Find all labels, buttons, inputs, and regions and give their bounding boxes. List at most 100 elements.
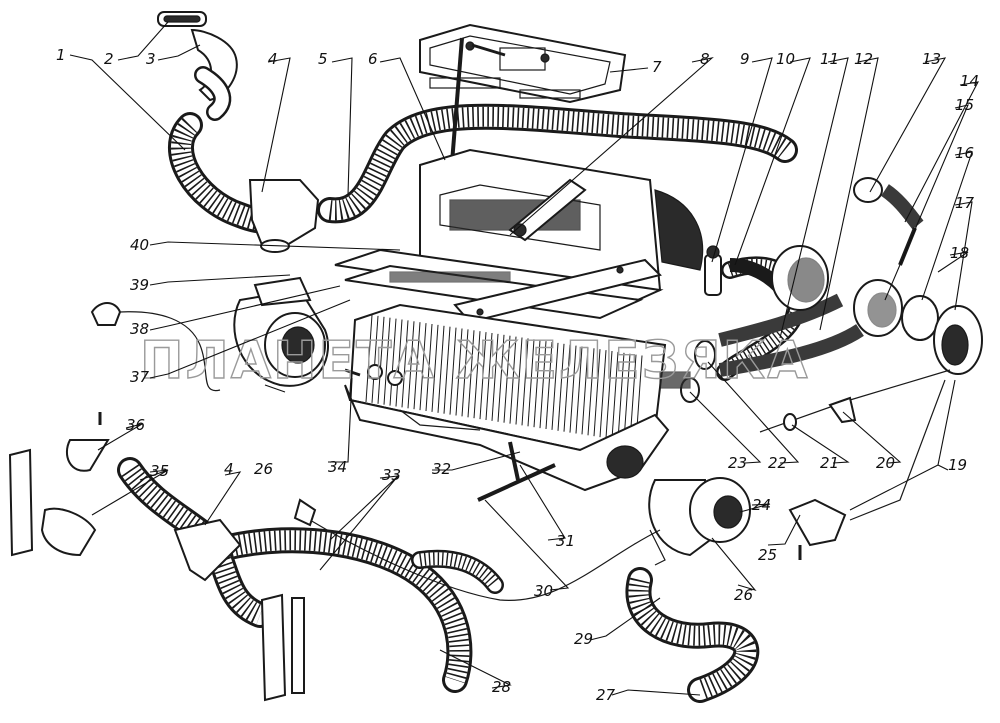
clamp-36 bbox=[65, 412, 110, 472]
water-valve bbox=[704, 245, 722, 296]
t-wrench bbox=[477, 441, 556, 502]
callout-22: 22 bbox=[768, 454, 787, 472]
radiator-fin bbox=[611, 351, 619, 439]
radiator-fin bbox=[407, 321, 415, 409]
callout-17: 17 bbox=[955, 194, 975, 212]
callout-29: 29 bbox=[574, 630, 593, 648]
hose-14-small bbox=[880, 184, 924, 266]
radiator-fin bbox=[413, 322, 421, 410]
clamp-25 bbox=[788, 498, 847, 560]
radiator-fin bbox=[581, 347, 589, 435]
radiator-fin bbox=[557, 343, 565, 431]
radiator-fin bbox=[443, 326, 451, 414]
callout-15: 15 bbox=[955, 96, 974, 114]
radiator-fin bbox=[503, 335, 511, 423]
callout-11: 11 bbox=[820, 50, 839, 68]
hose-lower-long bbox=[212, 527, 473, 693]
hose-duct-upper-long bbox=[317, 103, 798, 224]
hose-33-small bbox=[411, 549, 504, 594]
callout-36: 36 bbox=[126, 416, 145, 434]
radiator-fin bbox=[539, 341, 547, 429]
callout-8: 8 bbox=[700, 50, 710, 68]
callout-28: 28 bbox=[492, 678, 511, 696]
radiator-fin bbox=[395, 319, 403, 407]
radiator-fin bbox=[431, 324, 439, 412]
callout-23: 23 bbox=[728, 454, 747, 472]
radiator-fin bbox=[617, 352, 625, 440]
gasket-disc-16 bbox=[901, 295, 939, 341]
callout-34: 34 bbox=[328, 458, 347, 476]
blower-fan-upper bbox=[233, 276, 329, 387]
radiator-fin bbox=[623, 353, 631, 441]
radiator-fin bbox=[419, 323, 427, 411]
radiator-fin bbox=[497, 334, 505, 422]
y-pipe-lower bbox=[173, 518, 242, 582]
radiator-fin bbox=[599, 350, 607, 438]
radiator-fin bbox=[545, 341, 553, 430]
radiator-fin bbox=[551, 342, 559, 430]
radiator-fin bbox=[491, 333, 499, 421]
radiator-fin bbox=[473, 331, 481, 419]
callout-13: 13 bbox=[922, 50, 941, 68]
wire-harness bbox=[293, 498, 661, 601]
callout-7: 7 bbox=[652, 58, 662, 76]
cap-13 bbox=[853, 177, 883, 203]
callout-19: 19 bbox=[948, 456, 967, 474]
callout-31: 31 bbox=[556, 532, 575, 550]
radiator-fin bbox=[371, 315, 379, 403]
defroster-nozzle-top bbox=[157, 11, 238, 121]
ring-17 bbox=[933, 305, 983, 375]
heater-lower-housing bbox=[344, 384, 670, 492]
callout-35: 35 bbox=[150, 462, 169, 480]
blower-fan-lower bbox=[648, 477, 751, 566]
ring-15 bbox=[853, 279, 903, 337]
radiator-fin bbox=[383, 317, 391, 405]
callout-24: 24 bbox=[752, 496, 771, 514]
callout-27: 27 bbox=[596, 686, 616, 704]
callout-4-lower: 4 bbox=[224, 460, 234, 478]
radiator-fin bbox=[455, 328, 463, 416]
vent-grille-center bbox=[260, 593, 305, 702]
callout-4-upper: 4 bbox=[268, 50, 278, 68]
callout-2: 2 bbox=[104, 50, 114, 68]
radiator-fin bbox=[593, 349, 601, 437]
callout-12: 12 bbox=[854, 50, 873, 68]
callout-9: 9 bbox=[740, 50, 750, 68]
radiator-fin bbox=[377, 316, 385, 404]
callout-21: 21 bbox=[820, 454, 839, 472]
radiator-fin bbox=[467, 330, 475, 418]
radiator-fin bbox=[425, 323, 433, 412]
callout-6: 6 bbox=[368, 50, 378, 68]
callout-5: 5 bbox=[318, 50, 328, 68]
radiator-fin bbox=[509, 336, 517, 424]
control-cable bbox=[759, 369, 951, 521]
radiator-fin bbox=[605, 350, 613, 439]
plug-connector bbox=[90, 302, 221, 392]
watermark-text: ПЛАНЕТА ЖЕЛЕЗЯКА bbox=[140, 331, 809, 391]
radiator-fin bbox=[461, 329, 469, 417]
radiator-fin bbox=[479, 332, 487, 420]
callout-39: 39 bbox=[130, 276, 149, 294]
callout-18: 18 bbox=[950, 244, 969, 262]
radiator-fin bbox=[563, 344, 571, 432]
hose-29-lower-right bbox=[625, 567, 760, 703]
radiator-fin bbox=[575, 346, 583, 434]
callout-26-upper: 26 bbox=[254, 460, 273, 478]
radiator-fin bbox=[365, 314, 373, 403]
callout-16: 16 bbox=[955, 144, 974, 162]
radiator-fin bbox=[449, 327, 457, 415]
callout-25: 25 bbox=[758, 546, 777, 564]
callout-labels: 1 2 3 4 5 6 7 8 9 10 11 12 13 14 15 16 1… bbox=[56, 46, 979, 704]
callout-32: 32 bbox=[432, 460, 451, 478]
vent-grille-left bbox=[8, 448, 97, 557]
callout-10: 10 bbox=[776, 50, 795, 68]
y-pipe-upper bbox=[248, 179, 320, 253]
radiator-fin bbox=[587, 348, 595, 436]
radiator-fin bbox=[437, 325, 445, 413]
radiator-fin bbox=[515, 337, 523, 425]
callout-40: 40 bbox=[130, 236, 149, 254]
radiator-fin bbox=[401, 320, 409, 408]
callout-3: 3 bbox=[146, 50, 156, 68]
callout-20: 20 bbox=[876, 454, 895, 472]
